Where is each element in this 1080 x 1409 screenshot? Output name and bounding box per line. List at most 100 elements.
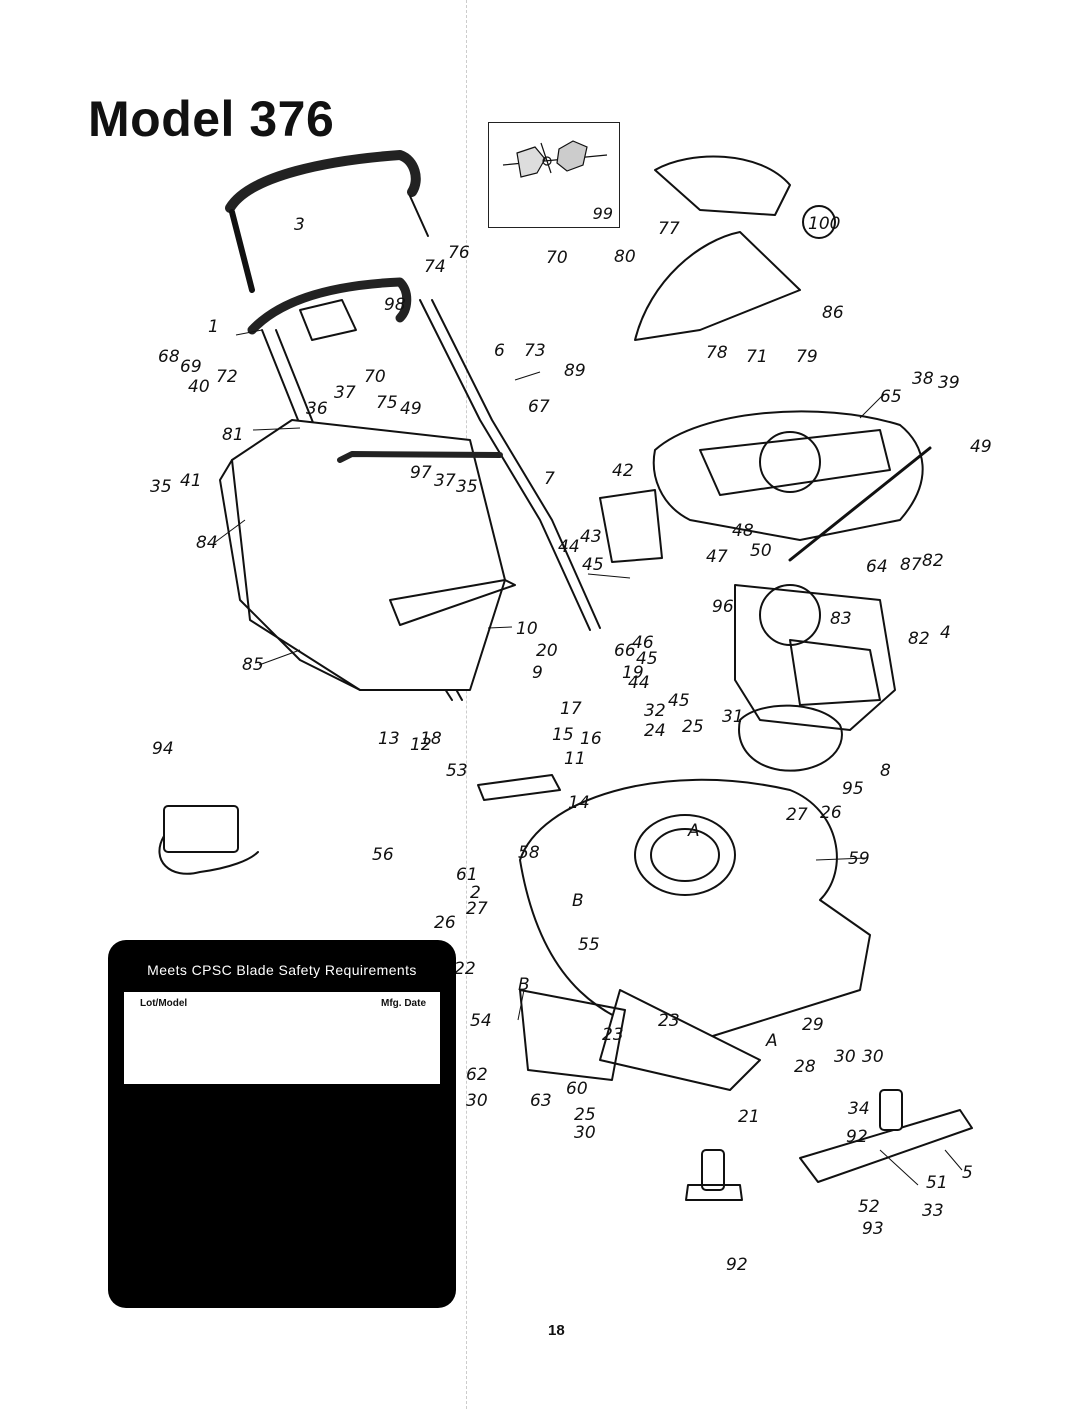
callout-label: 11: [564, 749, 586, 769]
callout-label: 38: [912, 369, 934, 389]
plate-heading: Meets CPSC Blade Safety Requirements: [147, 962, 417, 978]
callout-label: 96: [712, 597, 734, 617]
callout-label: 84: [196, 533, 218, 553]
callout-label: 16: [580, 729, 602, 749]
callout-label: 8: [880, 761, 891, 781]
callout-label: 27: [786, 805, 808, 825]
callout-label: 61: [456, 865, 478, 885]
callout-label: 15: [552, 725, 574, 745]
callout-label: 55: [578, 935, 600, 955]
callout-label: 83: [830, 609, 852, 629]
callout-label: 78: [706, 343, 728, 363]
callout-label: 30: [834, 1047, 856, 1067]
lot-model-label: Lot/Model: [140, 998, 188, 1009]
callout-label: 94: [152, 739, 174, 759]
callout-layer: 3 1 68 69 72 40 70 36 37 75 49 98 74 76 …: [150, 215, 992, 1275]
callout-label: 74: [424, 257, 446, 277]
callout-label: 51: [926, 1173, 948, 1193]
callout-label: 27: [466, 899, 488, 919]
callout-label: 65: [880, 387, 902, 407]
callout-label: 30: [466, 1091, 488, 1111]
callout-label: 44: [558, 537, 580, 557]
callout-label: 9: [532, 663, 543, 683]
callout-label: 70: [546, 248, 568, 268]
callout-label: 56: [372, 845, 394, 865]
callout-label: 82: [908, 629, 930, 649]
circled-callout-number: 100: [808, 214, 840, 234]
callout-label: 22: [454, 959, 476, 979]
callout-label: 36: [306, 399, 328, 419]
callout-label: 47: [706, 547, 728, 567]
callout-label: 45: [636, 649, 658, 669]
callout-label: 97: [410, 463, 432, 483]
mfg-date-label: Mfg. Date: [381, 998, 426, 1009]
callout-label: 46: [632, 633, 654, 653]
callout-label: 25: [574, 1105, 596, 1125]
callout-label: 49: [400, 399, 422, 419]
callout-label: 44: [628, 673, 650, 693]
callout-label: 20: [536, 641, 558, 661]
callout-label: 24: [644, 721, 666, 741]
callout-label: 30: [862, 1047, 884, 1067]
callout-label: 37: [434, 471, 456, 491]
page-title: Model 376: [88, 91, 335, 147]
callout-label: 58: [518, 843, 540, 863]
cpsc-safety-plate: Meets CPSC Blade Safety Requirements Lot…: [108, 940, 456, 1308]
callout-label: 26: [434, 913, 456, 933]
callout-label: 41: [180, 471, 202, 491]
page-fold-line: [466, 0, 468, 1409]
callout-label: 48: [732, 521, 754, 541]
callout-label: 92: [846, 1127, 868, 1147]
callout-label: 17: [560, 699, 582, 719]
callout-label: 33: [922, 1201, 944, 1221]
callout-label: 71: [746, 347, 768, 367]
callout-label: 26: [820, 803, 842, 823]
callout-label: 82: [922, 551, 944, 571]
callout-label: 43: [580, 527, 602, 547]
callout-label: 13: [378, 729, 400, 749]
callout-label: B: [518, 975, 530, 995]
callout-label: 5: [962, 1163, 973, 1183]
callout-label: 12: [410, 735, 432, 755]
page-number: 18: [548, 1322, 565, 1339]
callout-label: 81: [222, 425, 244, 445]
callout-label: 32: [644, 701, 666, 721]
callout-label: 69: [180, 357, 202, 377]
callout-label: 35: [150, 477, 172, 497]
callout-label: 85: [242, 655, 264, 675]
callout-label: 39: [938, 373, 960, 393]
callout-label: 73: [524, 341, 546, 361]
callout-label: 2: [470, 883, 481, 903]
callout-label: 87: [900, 555, 922, 575]
callout-label: 93: [862, 1219, 884, 1239]
callout-label: 98: [384, 295, 406, 315]
callout-label: 75: [376, 393, 398, 413]
callout-label: 63: [530, 1091, 552, 1111]
callout-label: 14: [568, 793, 590, 813]
callout-label: 64: [866, 557, 888, 577]
callout-label: 25: [682, 717, 704, 737]
callout-label: 35: [456, 477, 478, 497]
callout-label: 3: [294, 215, 305, 235]
callout-label: 66: [614, 641, 636, 661]
callout-label: 76: [448, 243, 470, 263]
callout-label: 68: [158, 347, 180, 367]
callout-label: 31: [722, 707, 744, 727]
callout-label: 7: [544, 469, 555, 489]
callout-label: A: [687, 821, 700, 841]
callout-label: 28: [794, 1057, 816, 1077]
callout-label: 95: [842, 779, 864, 799]
callout-label: 79: [796, 347, 818, 367]
callout-label: 23: [658, 1011, 680, 1031]
callout-label: 52: [858, 1197, 880, 1217]
callout-label: 30: [574, 1123, 596, 1143]
callout-label: 70: [364, 367, 386, 387]
callout-label: 62: [466, 1065, 488, 1085]
callout-label: 34: [848, 1099, 870, 1119]
callout-label: 29: [802, 1015, 824, 1035]
detail-inset-box: 99: [488, 122, 620, 228]
detail-callout-number: 99: [592, 204, 613, 223]
callout-label: 49: [970, 437, 992, 457]
callout-label: 54: [470, 1011, 492, 1031]
